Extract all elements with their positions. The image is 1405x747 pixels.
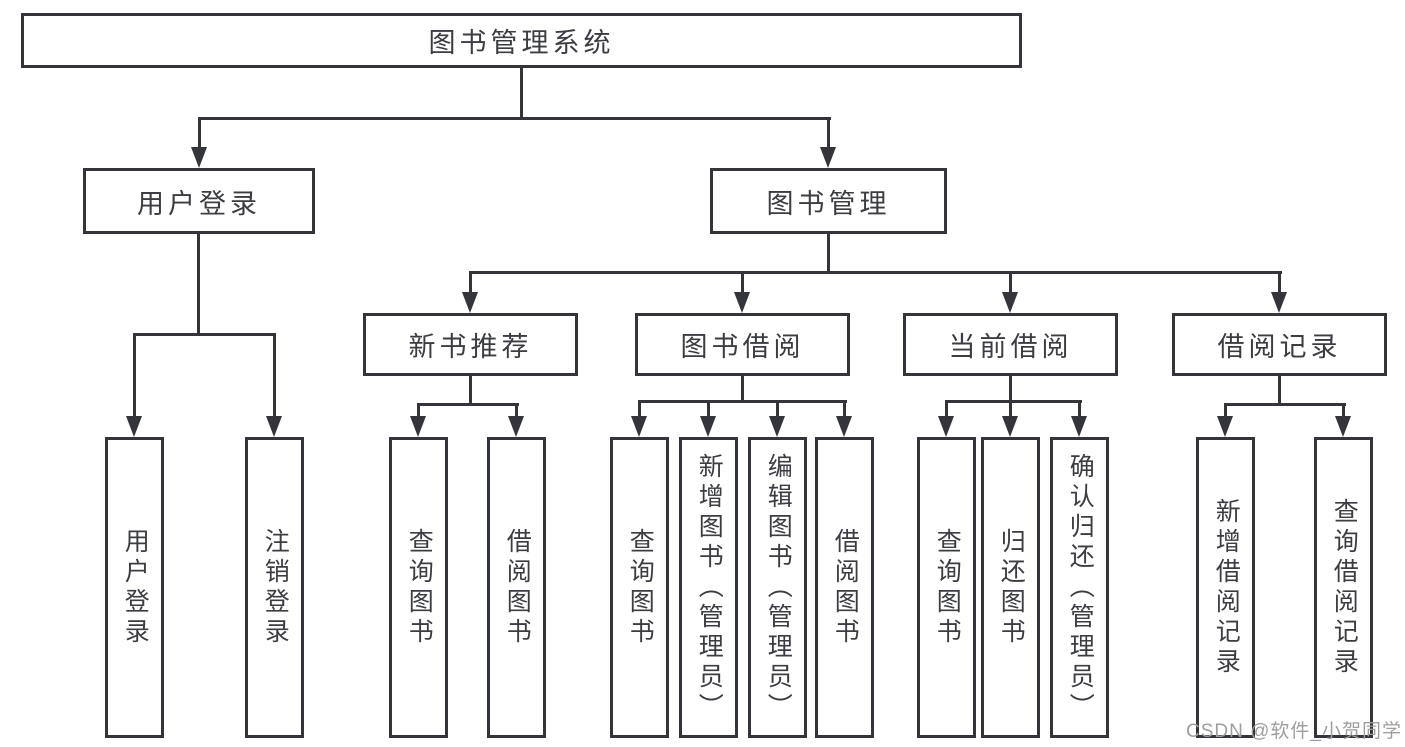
- leaf-query-books-recommend: 查询图书: [389, 437, 448, 738]
- leaf-borrow-books: 借阅图书: [815, 437, 874, 738]
- arrow-down-icon: [126, 416, 142, 437]
- connector-line: [827, 119, 830, 149]
- connector-line: [273, 335, 276, 417]
- arrow-down-icon: [1002, 292, 1018, 313]
- connector-line: [515, 405, 518, 417]
- connector-line: [197, 232, 200, 336]
- arrow-down-icon: [266, 416, 282, 437]
- connector-line: [1224, 405, 1227, 417]
- connector-line: [1224, 403, 1346, 406]
- node-book-management: 图书管理: [710, 168, 947, 234]
- leaf-return-books: 归还图书: [981, 437, 1040, 738]
- arrow-down-icon: [820, 147, 836, 168]
- leaf-borrow-books-recommend: 借阅图书: [487, 437, 546, 738]
- node-new-book-recommendation: 新书推荐: [363, 313, 578, 376]
- arrow-down-icon: [1335, 416, 1351, 437]
- connector-line: [827, 232, 830, 274]
- csdn-watermark: CSDN @软件_小贺同学: [1186, 721, 1402, 742]
- connector-line: [1278, 273, 1281, 293]
- connector-line: [469, 273, 472, 293]
- node-user-login: 用户登录: [83, 168, 315, 234]
- leaf-add-borrow-record: 新增借阅记录: [1196, 437, 1255, 738]
- arrow-down-icon: [700, 416, 716, 437]
- connector-line: [198, 117, 831, 120]
- connector-line: [133, 335, 136, 417]
- leaf-confirm-return-admin: 确认归还（管理员）: [1050, 437, 1109, 738]
- arrow-down-icon: [1071, 416, 1087, 437]
- arrow-down-icon: [938, 416, 954, 437]
- connector-line: [469, 375, 472, 406]
- leaf-logout: 注销登录: [245, 437, 304, 738]
- connector-line: [707, 402, 710, 417]
- connector-line: [945, 402, 948, 417]
- connector-line: [638, 402, 641, 417]
- connector-line: [469, 271, 1282, 274]
- connector-line: [1009, 402, 1012, 417]
- connector-line: [741, 273, 744, 293]
- connector-line: [198, 119, 201, 149]
- node-library-management-system: 图书管理系统: [21, 13, 1022, 68]
- arrow-down-icon: [1271, 292, 1287, 313]
- arrow-down-icon: [631, 416, 647, 437]
- connector-line: [1009, 375, 1012, 403]
- arrow-down-icon: [769, 416, 785, 437]
- arrow-down-icon: [1217, 416, 1233, 437]
- connector-line: [843, 402, 846, 417]
- node-book-borrowing: 图书借阅: [635, 313, 850, 376]
- leaf-query-books-borrowing: 查询图书: [610, 437, 669, 738]
- connector-line: [776, 402, 779, 417]
- connector-line: [417, 405, 420, 417]
- node-current-borrowing: 当前借阅: [903, 313, 1118, 376]
- connector-line: [1278, 375, 1281, 406]
- connector-line: [1078, 402, 1081, 417]
- arrow-down-icon: [1002, 416, 1018, 437]
- leaf-edit-books-admin: 编辑图书（管理员）: [748, 437, 807, 738]
- arrow-down-icon: [410, 416, 426, 437]
- connector-line: [1009, 273, 1012, 293]
- connector-line: [417, 403, 519, 406]
- connector-line: [638, 400, 847, 403]
- connector-line: [133, 333, 276, 336]
- connector-line: [1342, 405, 1345, 417]
- arrow-down-icon: [734, 292, 750, 313]
- arrow-down-icon: [508, 416, 524, 437]
- leaf-query-borrow-record: 查询借阅记录: [1314, 437, 1373, 738]
- node-borrowing-records: 借阅记录: [1172, 313, 1387, 376]
- arrow-down-icon: [836, 416, 852, 437]
- arrow-down-icon: [462, 292, 478, 313]
- leaf-user-login: 用户登录: [105, 437, 164, 738]
- connector-line: [741, 375, 744, 403]
- connector-line: [945, 400, 1082, 403]
- arrow-down-icon: [191, 147, 207, 168]
- leaf-query-books-current: 查询图书: [917, 437, 976, 738]
- leaf-add-books-admin: 新增图书（管理员）: [679, 437, 738, 738]
- connector-line: [520, 67, 523, 120]
